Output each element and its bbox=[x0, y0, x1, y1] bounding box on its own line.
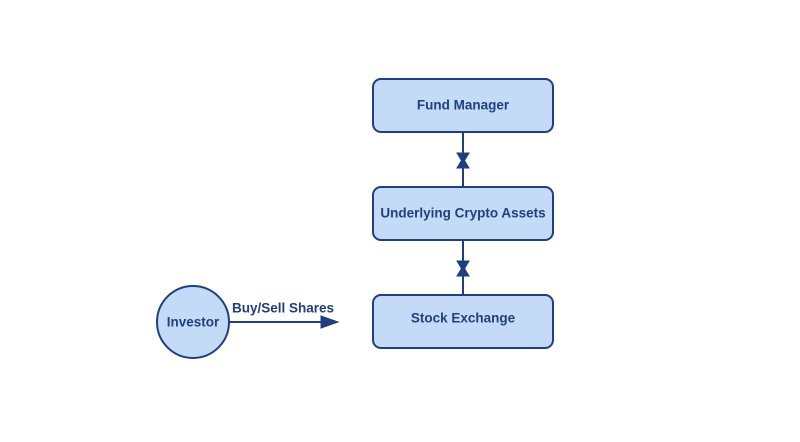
arrow-right-icon bbox=[320, 315, 340, 329]
node-underlying-crypto-assets-label: Underlying Crypto Assets bbox=[380, 206, 545, 221]
node-stock-exchange-box bbox=[372, 294, 554, 349]
node-underlying-crypto-assets[interactable]: Underlying Crypto Assets bbox=[372, 186, 554, 241]
node-fund-manager-box bbox=[372, 78, 554, 133]
edge-investor-to-stock-exchange-label: Buy/Sell Shares bbox=[232, 301, 334, 316]
node-fund-manager[interactable]: Fund Manager bbox=[372, 78, 554, 133]
node-investor[interactable]: Investor bbox=[156, 285, 230, 359]
arrow-up-icon bbox=[456, 265, 470, 277]
edge-fund-manager-to-crypto-assets bbox=[456, 133, 470, 186]
edge-crypto-assets-to-stock-exchange bbox=[456, 241, 470, 294]
arrow-up-icon bbox=[456, 157, 470, 169]
node-stock-exchange-label: Stock Exchange bbox=[411, 311, 516, 326]
edge-investor-to-stock-exchange: Buy/Sell Shares bbox=[229, 301, 340, 329]
node-underlying-crypto-assets-box bbox=[372, 186, 554, 241]
node-fund-manager-label: Fund Manager bbox=[417, 98, 510, 113]
node-stock-exchange[interactable]: Stock Exchange bbox=[372, 294, 554, 349]
node-investor-label: Investor bbox=[167, 315, 220, 330]
